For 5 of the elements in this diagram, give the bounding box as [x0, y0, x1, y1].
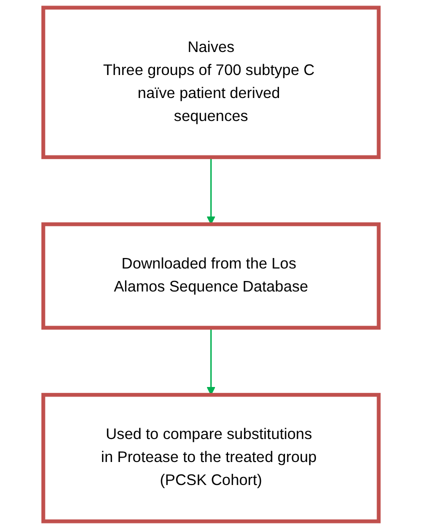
node-box: Naives Three groups of 700 subtype C naïve patient derived sequences — [41, 6, 381, 160]
node-box: Downloaded from the Los Alamos Sequence Database — [41, 222, 381, 330]
arrow — [206, 157, 216, 225]
node-box: Used to compare substitutions in Protease to the treated group (PCSK Cohort) — [41, 392, 381, 524]
arrow — [206, 328, 216, 396]
